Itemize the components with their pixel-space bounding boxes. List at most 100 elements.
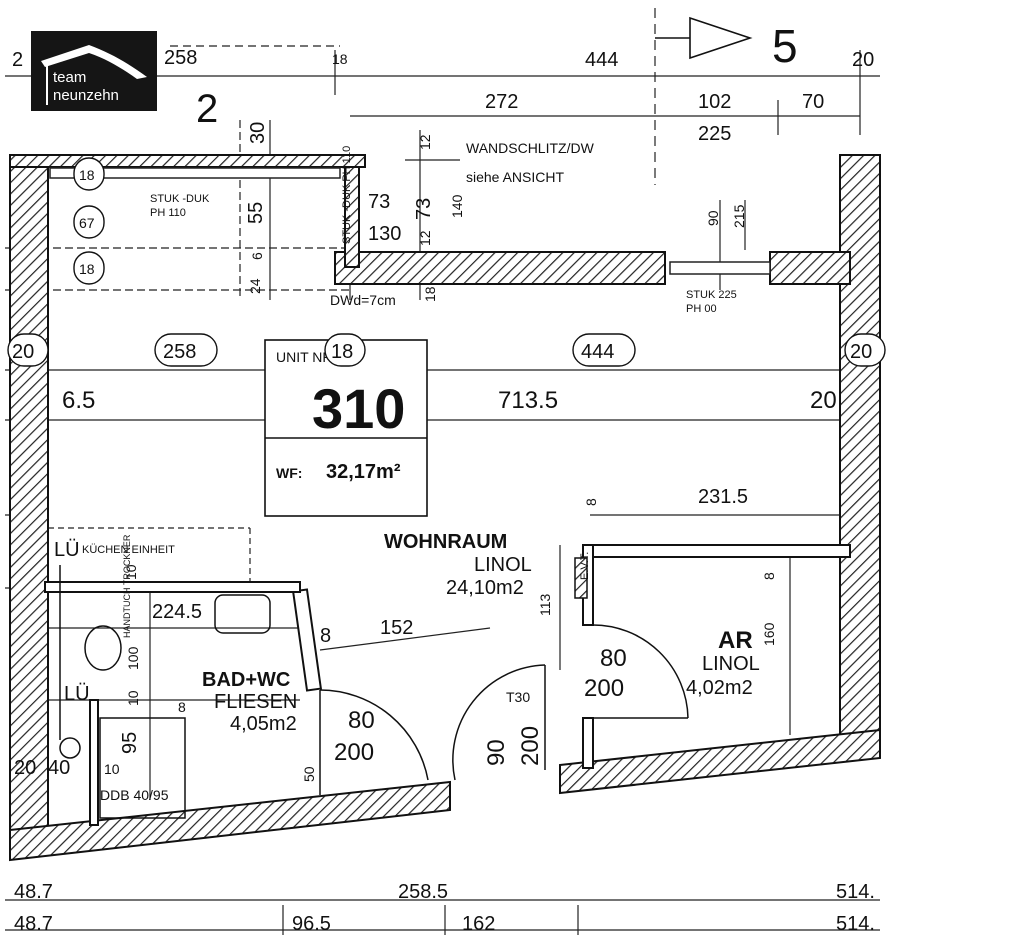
dim-top-18: 18 bbox=[332, 51, 348, 67]
dim-231-5: 231.5 bbox=[698, 486, 748, 508]
dim-20-b: 20 bbox=[14, 757, 36, 779]
note-ph00: PH 00 bbox=[686, 303, 717, 315]
note-evt: E.V.T. bbox=[579, 552, 591, 580]
door-swings bbox=[319, 624, 689, 795]
dimension-bubbles bbox=[7, 157, 886, 367]
dim-224-5: 224.5 bbox=[152, 601, 202, 623]
dim-73: 73 bbox=[368, 191, 390, 213]
bad-name: BAD+WC bbox=[202, 669, 290, 691]
dim-bottom2-96-5: 96.5 bbox=[292, 913, 331, 935]
dim-102: 102 bbox=[698, 91, 731, 113]
note-dwd: DWd=7cm bbox=[330, 292, 396, 308]
dim-bottom-48-7: 48.7 bbox=[14, 881, 53, 903]
ar-name: AR bbox=[718, 627, 753, 654]
unit-number: 310 bbox=[312, 377, 405, 440]
dim-20-mid: 20 bbox=[810, 387, 837, 414]
bubble-18: 18 bbox=[331, 341, 353, 363]
note-ansicht: siehe ANSICHT bbox=[466, 169, 564, 185]
room-labels: WOHNRAUM LINOL 24,10m2 BAD+WC FLIESEN 4,… bbox=[202, 531, 760, 735]
dim-130: 130 bbox=[368, 223, 401, 245]
bubble-258: 258 bbox=[163, 341, 196, 363]
dim-70: 70 bbox=[802, 91, 824, 113]
dim-225: 225 bbox=[698, 123, 731, 145]
dim-152: 152 bbox=[380, 617, 413, 639]
note-stuk225: STUK 225 bbox=[686, 289, 737, 301]
dim-24: 24 bbox=[247, 278, 263, 294]
dim-713-5: 713.5 bbox=[498, 387, 558, 414]
door2-w: 90 bbox=[483, 739, 510, 766]
bubble-18-low: 18 bbox=[79, 261, 95, 277]
dim-55: 55 bbox=[245, 202, 267, 224]
bubble-444: 444 bbox=[581, 341, 614, 363]
dim-215: 215 bbox=[731, 204, 747, 228]
dim-bottom-514: 514. bbox=[836, 881, 875, 903]
fixtures bbox=[59, 557, 588, 819]
dim-272: 272 bbox=[485, 91, 518, 113]
note-ph110: PH 110 bbox=[150, 207, 186, 219]
dim-8-ar: 8 bbox=[583, 498, 599, 506]
team-neunzehn-logo: team neunzehn bbox=[31, 31, 157, 111]
dim-113: 113 bbox=[537, 593, 553, 616]
dim-100: 100 bbox=[125, 646, 141, 670]
dim-6-5: 6.5 bbox=[62, 387, 95, 414]
dim-6: 6 bbox=[249, 252, 265, 260]
note-lu-bad: LÜ bbox=[64, 683, 90, 705]
door1-h: 200 bbox=[334, 739, 374, 766]
dim-140: 140 bbox=[449, 194, 465, 218]
dim-10-k: 10 bbox=[123, 564, 139, 580]
bubble-18-top: 18 bbox=[79, 167, 95, 183]
wohnraum-area: 24,10m2 bbox=[446, 577, 524, 599]
dim-10-ddb: 10 bbox=[104, 761, 120, 777]
dim-95: 95 bbox=[119, 732, 141, 754]
note-stuk-duk-v: STUK -DUK PH 110 bbox=[341, 146, 353, 244]
note-ddb: DDB 40/95 bbox=[100, 787, 169, 803]
section-number: 5 bbox=[772, 20, 798, 72]
dim-8-bad: 8 bbox=[320, 625, 331, 647]
dim-top-20: 20 bbox=[852, 49, 874, 71]
bubble-67: 67 bbox=[79, 215, 95, 231]
dim-90-top: 90 bbox=[705, 210, 721, 226]
dim-top-258: 258 bbox=[164, 47, 197, 69]
house-roof-icon bbox=[41, 45, 147, 105]
section-marker: 5 bbox=[655, 16, 798, 72]
dimension-labels: 258 18 444 20 2 272 102 70 225 20 258 18… bbox=[12, 47, 875, 935]
dim-50: 50 bbox=[301, 766, 317, 782]
note-t30: T30 bbox=[506, 689, 530, 705]
dim-10-b: 10 bbox=[125, 690, 141, 706]
dimension-lines bbox=[5, 8, 880, 935]
note-handtuch: HANDTUCH TROCKNER bbox=[122, 534, 132, 638]
bubble-20-left: 20 bbox=[12, 341, 34, 363]
wohnraum-floor: LINOL bbox=[474, 554, 532, 576]
dim-8-ar-in: 8 bbox=[761, 572, 777, 580]
dim-73-v: 73 bbox=[413, 198, 435, 220]
dim-8-b: 8 bbox=[178, 699, 186, 715]
dim-bottom-258-5: 258.5 bbox=[398, 881, 448, 903]
bad-floor: FLIESEN bbox=[214, 691, 297, 713]
dim-top-2: 2 bbox=[12, 49, 23, 71]
stair-number: 2 bbox=[196, 87, 218, 131]
door3-h: 200 bbox=[584, 675, 624, 702]
walls bbox=[9, 154, 881, 862]
note-stuk-duk: STUK -DUK bbox=[150, 193, 210, 205]
door3-w: 80 bbox=[600, 645, 627, 672]
dim-160: 160 bbox=[761, 622, 777, 646]
logo-text-team: team bbox=[53, 69, 87, 86]
unit-label: UNIT NR bbox=[276, 349, 333, 365]
dim-top-444: 444 bbox=[585, 49, 618, 71]
dim-12-top: 12 bbox=[417, 134, 433, 150]
dim-12-low: 12 bbox=[417, 230, 433, 246]
dim-18-dwd: 18 bbox=[422, 286, 438, 302]
wohnraum-name: WOHNRAUM bbox=[384, 531, 507, 553]
note-lu-top: LÜ bbox=[54, 539, 80, 561]
bad-area: 4,05m2 bbox=[230, 713, 297, 735]
ar-floor: LINOL bbox=[702, 653, 760, 675]
logo-text-neunzehn: neunzehn bbox=[53, 87, 119, 104]
note-kuechen: KÜCHEN EINHEIT bbox=[82, 544, 175, 556]
note-wandschlitz: WANDSCHLITZ/DW bbox=[466, 140, 595, 156]
door2-h: 200 bbox=[517, 726, 544, 766]
dim-bottom2-48-7: 48.7 bbox=[14, 913, 53, 935]
dim-40: 40 bbox=[48, 757, 70, 779]
ar-area: 4,02m2 bbox=[686, 677, 753, 699]
notes: WANDSCHLITZ/DW siehe ANSICHT STUK -DUK P… bbox=[54, 140, 737, 803]
dim-30: 30 bbox=[247, 122, 269, 144]
